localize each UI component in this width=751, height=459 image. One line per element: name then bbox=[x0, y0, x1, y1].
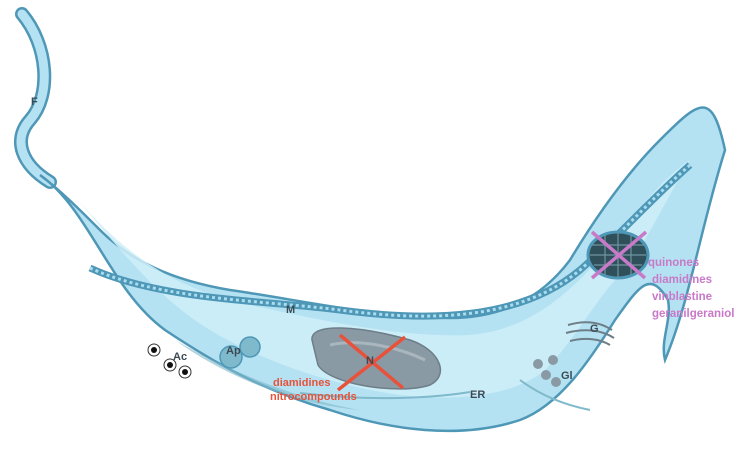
kinetoplast-drug-label: geranilgeraniol bbox=[652, 308, 734, 320]
label-endoplasmic-reticulum: ER bbox=[470, 389, 485, 401]
nucleus-drug-label: diamidines bbox=[273, 377, 330, 389]
label-microtubules: M bbox=[286, 304, 295, 316]
label-apicoplast: Ap bbox=[226, 345, 241, 357]
kinetoplast-drug-label: vinblastine bbox=[652, 291, 712, 303]
label-acidocalcisomes: Ac bbox=[173, 351, 187, 363]
kinetoplast-drug-label: quinones bbox=[648, 257, 699, 269]
label-glycosomes: Gl bbox=[561, 370, 573, 382]
label-nucleus: N bbox=[366, 355, 374, 367]
kinetoplast-drug-label: diamidines bbox=[652, 274, 712, 286]
label-flagellum: F bbox=[31, 96, 38, 108]
label-golgi: G bbox=[590, 323, 599, 335]
nucleus-drug-label: nitrocompounds bbox=[270, 391, 357, 403]
